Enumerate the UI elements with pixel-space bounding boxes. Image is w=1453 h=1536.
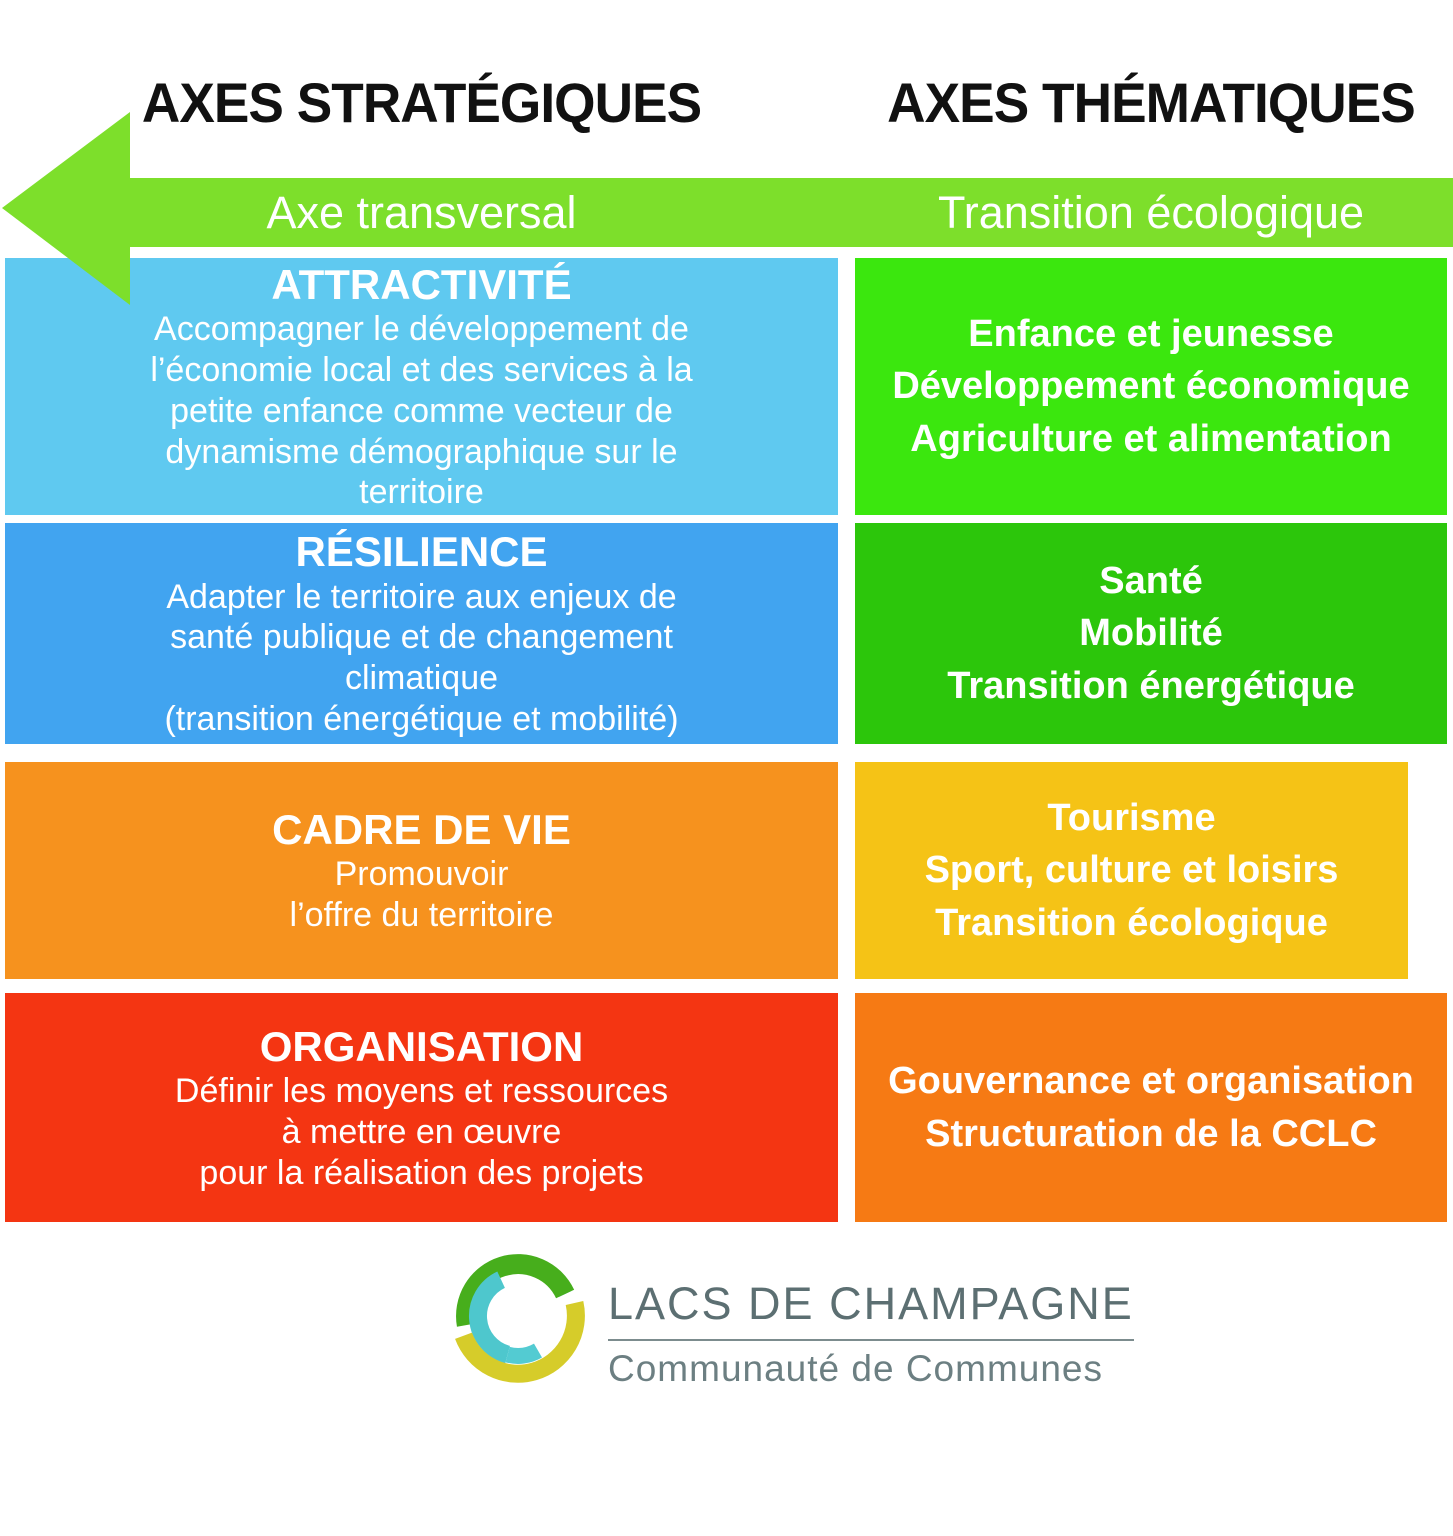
text-line: Transition écologique [935, 901, 1328, 944]
text-line: petite enfance comme vecteur de [170, 391, 673, 430]
strategic-box-organisation: ORGANISATION Définir les moyens et resso… [5, 993, 838, 1222]
logo-title: LACS DE CHAMPAGNE [608, 1278, 1134, 1329]
text-line: climatique [344, 659, 499, 698]
text-line: Santé [1099, 559, 1203, 602]
text-line: Tourisme [1047, 796, 1216, 839]
logo-arc-teal-accent [505, 1343, 543, 1364]
text-line: Transition énergétique [947, 664, 1355, 707]
strategic-box-resilience: RÉSILIENCE Adapter le territoire aux enj… [5, 523, 838, 744]
arrow-label-transition-ecologique: Transition écologique [937, 187, 1365, 238]
text-line: dynamisme démographique sur le [165, 432, 678, 471]
strategic-box-attractivite: ATTRACTIVITÉ Accompagner le développemen… [5, 258, 838, 515]
box-title: RÉSILIENCE [295, 528, 548, 576]
text-line: santé publique et de changement [170, 618, 673, 657]
column-title-thematic: AXES THÉMATIQUES [887, 71, 1416, 134]
text-line: Définir les moyens et ressources [174, 1072, 669, 1111]
arrow-body [108, 178, 1453, 247]
text-line: Promouvoir [334, 855, 509, 894]
arrow-label-axe-transversal: Axe transversal [266, 187, 577, 238]
text-line: Accompagner le développement de [154, 310, 689, 349]
text-line: Enfance et jeunesse [968, 312, 1334, 355]
text-line: pour la réalisation des projets [199, 1153, 644, 1192]
text-line: Agriculture et alimentation [910, 417, 1392, 460]
text-line: l’offre du territoire [289, 896, 554, 935]
box-title: CADRE DE VIE [272, 805, 571, 853]
text-line: Développement économique [892, 365, 1410, 408]
box-title: ATTRACTIVITÉ [271, 260, 572, 308]
text-line: territoire [359, 473, 484, 512]
logo-arc-teal [468, 1271, 511, 1364]
logo-divider [608, 1339, 1134, 1341]
logo-text-block: LACS DE CHAMPAGNE Communauté de Communes [608, 1278, 1134, 1390]
text-line: (transition énergétique et mobilité) [164, 700, 679, 739]
text-line: l’économie local et des services à la [150, 351, 693, 390]
arrow-left-icon [2, 112, 130, 305]
text-line: Adapter le territoire aux enjeux de [166, 577, 677, 616]
logo-arc-yellow [455, 1301, 585, 1383]
text-line: Mobilité [1079, 612, 1223, 655]
text-line: à mettre en œuvre [281, 1112, 562, 1151]
lacs-de-champagne-logo-icon [455, 1254, 585, 1383]
box-title: ORGANISATION [259, 1022, 584, 1070]
text-line: Sport, culture et loisirs [924, 849, 1339, 892]
column-title-strategic: AXES STRATÉGIQUES [141, 71, 702, 134]
text-line: Gouvernance et organisation [888, 1060, 1414, 1103]
logo-subtitle: Communauté de Communes [608, 1348, 1103, 1389]
text-line: Structuration de la CCLC [925, 1112, 1377, 1155]
logo-arc-green [456, 1254, 575, 1327]
